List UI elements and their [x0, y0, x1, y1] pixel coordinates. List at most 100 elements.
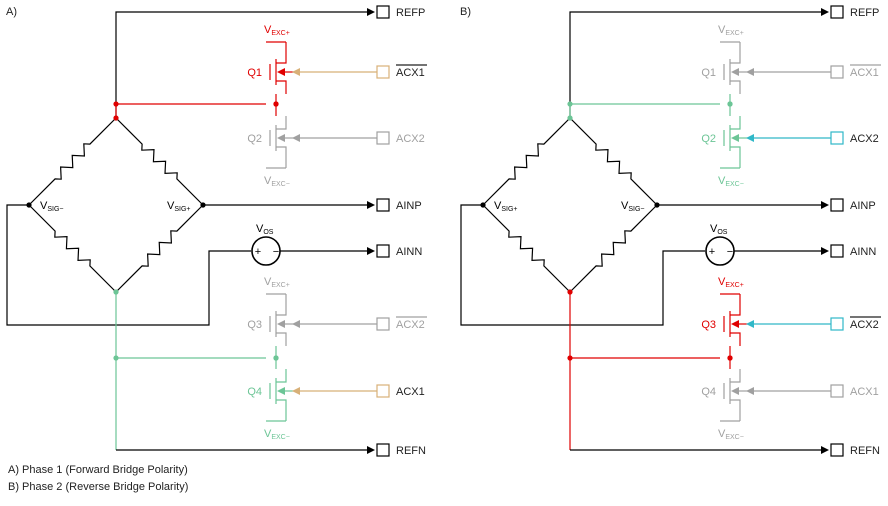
terminal-arrow: [821, 201, 829, 209]
gate-arrow: [746, 320, 754, 328]
terminal-arrow: [367, 446, 375, 454]
control-pin-label: ACX2: [396, 133, 425, 145]
control-pin-label: ACX1: [850, 386, 879, 398]
control-pin-label: ACX2: [850, 133, 879, 145]
transistor-name: Q4: [701, 386, 716, 398]
transistor-lead: [730, 332, 741, 346]
transistor-lead: [276, 50, 287, 64]
ainp-terminal: [376, 198, 390, 212]
junction-dot: [113, 115, 119, 121]
caption-phase-1: A) Phase 1 (Forward Bridge Polarity): [8, 464, 188, 476]
ainn-label: AINN: [396, 246, 422, 258]
junction-dot: [567, 101, 573, 107]
supply-label: VEXC−: [718, 175, 744, 188]
gate-arrow: [292, 68, 300, 76]
resistor: [115, 117, 204, 206]
control-pin-label: ACX1: [396, 386, 425, 398]
transistor-name: Q4: [247, 386, 262, 398]
vos-label: VOS: [710, 223, 728, 236]
transistor-body-arrow: [731, 134, 739, 142]
transistor-lead: [730, 369, 741, 383]
junction-dot: [273, 101, 279, 107]
gate-arrow: [746, 134, 754, 142]
transistor-lead: [730, 399, 741, 413]
transistor-name: Q2: [247, 133, 262, 145]
junction-dot: [567, 115, 573, 121]
transistor-body-arrow: [731, 387, 739, 395]
node-label-right: VSIG+: [167, 200, 191, 213]
refp-wire: [569, 11, 825, 118]
junction-dot: [113, 101, 119, 107]
ainn-terminal: [830, 244, 844, 258]
control-pin-box: [830, 384, 844, 398]
supply-label: VEXC−: [264, 175, 290, 188]
supply-label: VEXC+: [718, 276, 744, 289]
transistor-q3: VEXC+ Q3 ACX2: [247, 276, 427, 361]
transistor-name: Q3: [247, 319, 262, 331]
control-pin-box: [830, 131, 844, 145]
refn-label: REFN: [396, 445, 426, 457]
refn-terminal: [830, 443, 844, 457]
refn-label: REFN: [850, 445, 880, 457]
gate-arrow: [746, 68, 754, 76]
resistor: [569, 204, 658, 293]
control-pin-box: [376, 384, 390, 398]
resistor: [569, 117, 658, 206]
junction-dot: [567, 289, 573, 295]
transistor-body-arrow: [277, 387, 285, 395]
transistor-lead: [730, 80, 741, 94]
vos-plus-sign: +: [255, 246, 261, 258]
ainn-terminal: [376, 244, 390, 258]
refn-terminal: [376, 443, 390, 457]
junction-dot: [727, 355, 733, 361]
transistor-lead: [276, 80, 287, 94]
refp-wire: [115, 11, 371, 118]
transistor-body-arrow: [277, 320, 285, 328]
supply-label: VEXC+: [264, 276, 290, 289]
control-pin-box: [830, 65, 844, 79]
transistor-lead: [276, 302, 287, 316]
panel-a: A)REFPAINP+−VOSAINNVSIG−VSIG+REFNVEXC+Q1…: [6, 5, 427, 457]
junction-dot: [26, 202, 32, 208]
transistor-name: Q2: [701, 133, 716, 145]
resistor: [28, 204, 117, 293]
vos-plus-sign: +: [709, 246, 715, 258]
supply-label: VEXC−: [264, 428, 290, 441]
transistor-q4: VEXC− Q4 ACX1: [701, 355, 879, 441]
gate-arrow: [746, 387, 754, 395]
junction-dot: [480, 202, 486, 208]
gate-arrow: [292, 320, 300, 328]
transistor-name: Q3: [701, 319, 716, 331]
transistor-body-arrow: [731, 68, 739, 76]
transistor-lead: [276, 116, 287, 130]
refp-label: REFP: [396, 7, 425, 19]
vos-minus-sign: −: [727, 246, 733, 258]
control-pin-label: ACX1: [850, 67, 879, 79]
resistor: [28, 117, 117, 206]
transistor-name: Q1: [247, 67, 262, 79]
resistor: [482, 204, 571, 293]
ainp-label: AINP: [850, 200, 876, 212]
terminal-arrow: [367, 201, 375, 209]
transistor-body-arrow: [731, 320, 739, 328]
supply-label: VEXC−: [718, 428, 744, 441]
control-pin-box: [376, 65, 390, 79]
supply-label: VEXC+: [264, 24, 290, 37]
transistor-lead: [276, 399, 287, 413]
transistor-lead: [276, 369, 287, 383]
transistor-lead: [730, 50, 741, 64]
terminal-arrow: [367, 8, 375, 16]
control-pin-label: ACX2: [396, 319, 425, 331]
ainn-label: AINN: [850, 246, 876, 258]
control-pin-box: [376, 131, 390, 145]
node-label-right: VSIG−: [621, 200, 645, 213]
terminal-arrow: [367, 247, 375, 255]
node-label-left: VSIG+: [494, 200, 518, 213]
junction-dot: [727, 101, 733, 107]
resistor: [482, 117, 571, 206]
junction-dot: [200, 202, 206, 208]
